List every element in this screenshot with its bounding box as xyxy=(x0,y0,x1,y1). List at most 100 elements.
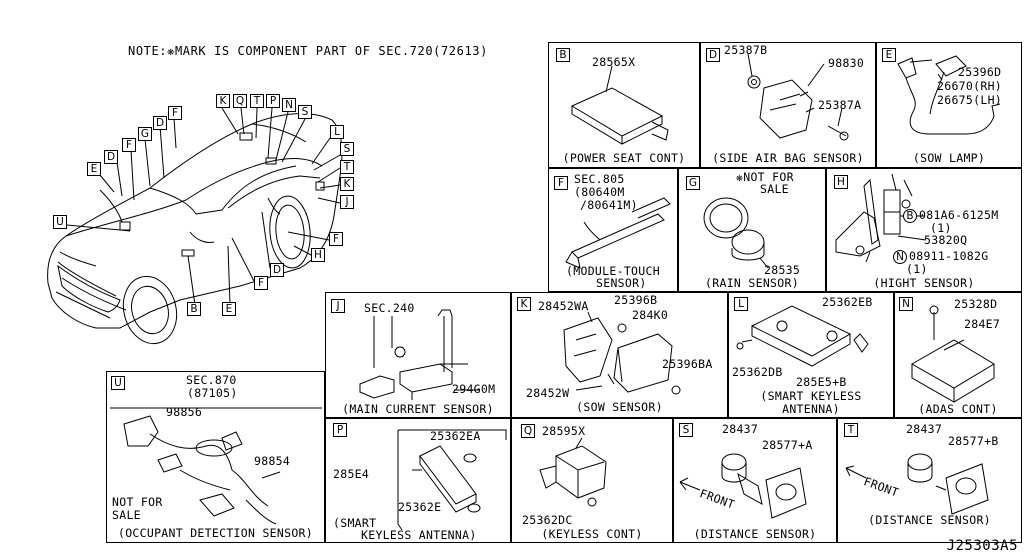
car-callout-h: H xyxy=(311,248,325,262)
car-callout-q: Q xyxy=(233,94,247,108)
panel-d xyxy=(700,42,876,168)
part-25387b: 25387B xyxy=(724,43,768,57)
sow-lamp-sketch xyxy=(897,55,1001,135)
car-callout-f-front: F xyxy=(122,138,136,152)
part-98830: 98830 xyxy=(828,56,865,70)
panel-u-key: U xyxy=(111,376,125,390)
panel-p-key: P xyxy=(333,423,347,437)
part-25328d: 25328D xyxy=(954,297,998,311)
panel-u-caption: (OCCUPANT DETECTION SENSOR) xyxy=(117,526,314,540)
panel-h-key: H xyxy=(834,175,848,189)
part-25387a: 25387A xyxy=(818,98,862,112)
car-callout-p: P xyxy=(266,94,280,108)
part-285e4: 285E4 xyxy=(333,467,370,481)
car-callout-f-roof: F xyxy=(168,106,182,120)
car-callout-f-rear: F xyxy=(329,232,343,246)
part-25362dc: 25362DC xyxy=(522,513,573,527)
part-08911-1082g: 08911-1082G xyxy=(909,249,989,263)
panel-j xyxy=(325,292,511,418)
part-25396d: 25396D xyxy=(958,65,1002,79)
car-callout-n: N xyxy=(282,98,296,112)
not-for-sale-note-2: SALE xyxy=(760,182,789,196)
panel-s xyxy=(673,418,837,543)
part-87105: (87105) xyxy=(187,386,238,400)
panel-j-caption: (MAIN CURRENT SENSOR) xyxy=(342,402,494,416)
not-for-sale-note: ❋NOT FOR xyxy=(736,170,794,184)
car-callout-k-top: K xyxy=(216,94,230,108)
not-for-sale-label-2: SALE xyxy=(112,508,141,522)
not-for-sale-label: NOT FOR xyxy=(112,495,163,509)
panel-f-caption-2: SENSOR) xyxy=(596,276,647,290)
panel-d-caption: (SIDE AIR BAG SENSOR) xyxy=(712,151,864,165)
panel-p-caption-2: KEYLESS ANTENNA) xyxy=(361,528,477,542)
panel-p xyxy=(325,418,511,543)
distance-sensor-t-sketch xyxy=(845,453,989,515)
panel-h xyxy=(826,168,1022,292)
circle-n-icon: N xyxy=(893,250,907,264)
panel-h-caption: (HIGHT SENSOR) xyxy=(873,276,975,290)
part-sec870: SEC.870 xyxy=(186,373,237,387)
part-28577a: 28577+A xyxy=(762,438,813,452)
power-seat-cont-sketch xyxy=(570,65,669,145)
distance-sensor-s-sketch xyxy=(679,453,807,519)
panel-k-caption: (SOW SENSOR) xyxy=(576,400,663,414)
panel-g xyxy=(678,168,826,292)
smart-keyless-antenna-p-sketch xyxy=(397,429,507,531)
panel-q-caption: (KEYLESS CONT) xyxy=(541,527,643,541)
smart-keyless-antenna-l-sketch xyxy=(736,305,869,367)
car-callout-d-front: D xyxy=(153,116,167,130)
part-28535: 28535 xyxy=(764,263,801,277)
side-airbag-sensor-sketch xyxy=(747,53,849,141)
rain-sensor-sketch xyxy=(703,197,769,269)
panel-n-key: N xyxy=(899,297,913,311)
panel-n xyxy=(894,292,1022,418)
car-callout-f-bottom: F xyxy=(254,276,268,290)
car-callout-b: B xyxy=(187,302,201,316)
part-25362eb: 25362EB xyxy=(822,295,873,309)
part-294g0m: 294G0M xyxy=(452,382,496,396)
part-98854: 98854 xyxy=(254,454,291,468)
panel-b-caption: (POWER SEAT CONT) xyxy=(562,151,686,165)
car-callout-d-rear: D xyxy=(270,263,284,277)
part-53820q: 53820Q xyxy=(924,233,968,247)
panel-b-key: B xyxy=(556,48,570,62)
panel-g-caption: (RAIN SENSOR) xyxy=(705,276,799,290)
part-28452w: 28452W xyxy=(526,386,570,400)
panel-f-caption-1: (MODULE-TOUCH xyxy=(566,264,660,278)
car-callout-t-top: T xyxy=(250,94,264,108)
panel-s-key: S xyxy=(679,423,693,437)
car-callout-k-right: K xyxy=(340,177,354,191)
panel-s-caption: (DISTANCE SENSOR) xyxy=(693,527,817,541)
panel-e xyxy=(876,42,1022,168)
part-25362e: 25362E xyxy=(398,500,442,514)
adas-cont-sketch xyxy=(910,305,995,403)
part-25396ba: 25396BA xyxy=(662,357,713,371)
part-28577b: 28577+B xyxy=(948,434,999,448)
note-text: NOTE:❋MARK IS COMPONENT PART OF SEC.720(… xyxy=(128,44,488,58)
part-28595x: 28595X xyxy=(542,424,586,438)
part-98856: 98856 xyxy=(166,405,203,419)
circle-b-icon: B xyxy=(903,209,917,223)
part-081a6-qty: (1) xyxy=(930,221,952,235)
part-285e5b: 285E5+B xyxy=(796,375,847,389)
part-25362db: 25362DB xyxy=(732,365,783,379)
part-80641m: /80641M) xyxy=(580,198,638,212)
panel-e-caption: (SOW LAMP) xyxy=(912,151,986,165)
car-callout-s-right: S xyxy=(340,142,354,156)
part-081a6-6125m: 081A6-6125M xyxy=(919,208,999,222)
car-callout-j: J xyxy=(340,195,354,209)
part-26670rh: 26670(RH) xyxy=(937,79,1003,93)
car-callout-e-left: E xyxy=(87,162,101,176)
car-callout-l: L xyxy=(330,125,344,139)
panel-d-key: D xyxy=(706,48,720,62)
panel-l xyxy=(728,292,894,418)
part-28452wa: 28452WA xyxy=(538,299,589,313)
sow-sensor-sketch xyxy=(563,311,681,395)
car-callout-t-right: T xyxy=(340,160,354,174)
car-callout-g: G xyxy=(138,127,152,141)
part-80640m: (80640M xyxy=(574,185,625,199)
panel-k-key: K xyxy=(517,297,531,311)
part-28565x: 28565X xyxy=(592,55,636,69)
panel-f-key: F xyxy=(554,176,568,190)
